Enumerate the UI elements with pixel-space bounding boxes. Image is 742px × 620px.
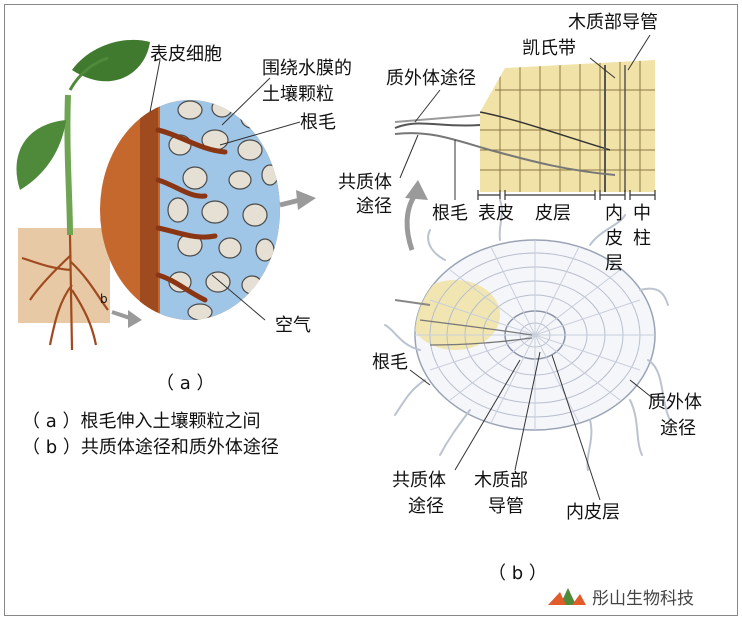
caption-b: （ b ）共质体途径和质外体途径 bbox=[22, 437, 279, 458]
label-epidermis: 表皮 bbox=[478, 203, 514, 224]
label-apoplast-right-line1: 质外体 bbox=[648, 392, 702, 413]
label-symplast-bottom-line1: 共质体 bbox=[392, 470, 446, 491]
roots bbox=[21, 234, 109, 351]
label-apoplast-top: 质外体途径 bbox=[386, 68, 476, 89]
label-stele-line1: 中 bbox=[633, 203, 651, 224]
caption-a: （ a ）根毛伸入土壤颗粒之间 bbox=[22, 411, 261, 432]
label-casparian-strip: 凯氏带 bbox=[522, 38, 576, 59]
label-xylem-bottom-line1: 木质部 bbox=[474, 470, 528, 491]
soil-block bbox=[18, 228, 110, 323]
label-root-hair-top: 根毛 bbox=[432, 203, 468, 224]
watermark-logo bbox=[548, 588, 586, 605]
label-apoplast-right-line2: 途径 bbox=[660, 418, 696, 439]
label-endodermis-bottom: 内皮层 bbox=[566, 502, 620, 523]
seedling-illustration bbox=[16, 39, 150, 351]
stem bbox=[64, 94, 73, 236]
tissue-section bbox=[394, 34, 656, 200]
root-cross-section bbox=[384, 199, 671, 501]
label-cortex: 皮层 bbox=[535, 203, 571, 224]
label-endodermis-line1: 内 bbox=[605, 203, 623, 224]
label-small-b: b bbox=[100, 292, 108, 306]
label-stele-line2: 柱 bbox=[633, 228, 651, 249]
root-hairs bbox=[384, 199, 671, 471]
left-leaf bbox=[16, 120, 66, 190]
panel-a-label: （ a ） bbox=[156, 373, 215, 394]
label-xylem-top: 木质部导管 bbox=[568, 12, 658, 33]
label-root-hair-b: 根毛 bbox=[372, 352, 408, 373]
label-symplast-top-line1: 共质体 bbox=[338, 172, 392, 193]
label-endodermis-line3: 层 bbox=[605, 253, 623, 274]
label-soil-particle-line2: 土壤颗粒 bbox=[262, 84, 334, 105]
label-endodermis-line2: 皮 bbox=[605, 228, 623, 249]
label-symplast-bottom-line2: 途径 bbox=[408, 496, 444, 517]
label-symplast-top-line2: 途径 bbox=[356, 196, 392, 217]
label-xylem-bottom-line2: 导管 bbox=[488, 496, 524, 517]
figure-frame bbox=[4, 4, 738, 616]
label-root-hair-a: 根毛 bbox=[300, 112, 336, 133]
watermark-text: 彤山生物科技 bbox=[592, 589, 694, 609]
label-air: 空气 bbox=[275, 315, 311, 336]
panel-b-label: （ b ） bbox=[488, 563, 547, 584]
label-epidermal-cell: 表皮细胞 bbox=[150, 44, 222, 65]
label-soil-particle-line1: 围绕水膜的 bbox=[262, 58, 352, 79]
top-leaf bbox=[72, 39, 150, 82]
